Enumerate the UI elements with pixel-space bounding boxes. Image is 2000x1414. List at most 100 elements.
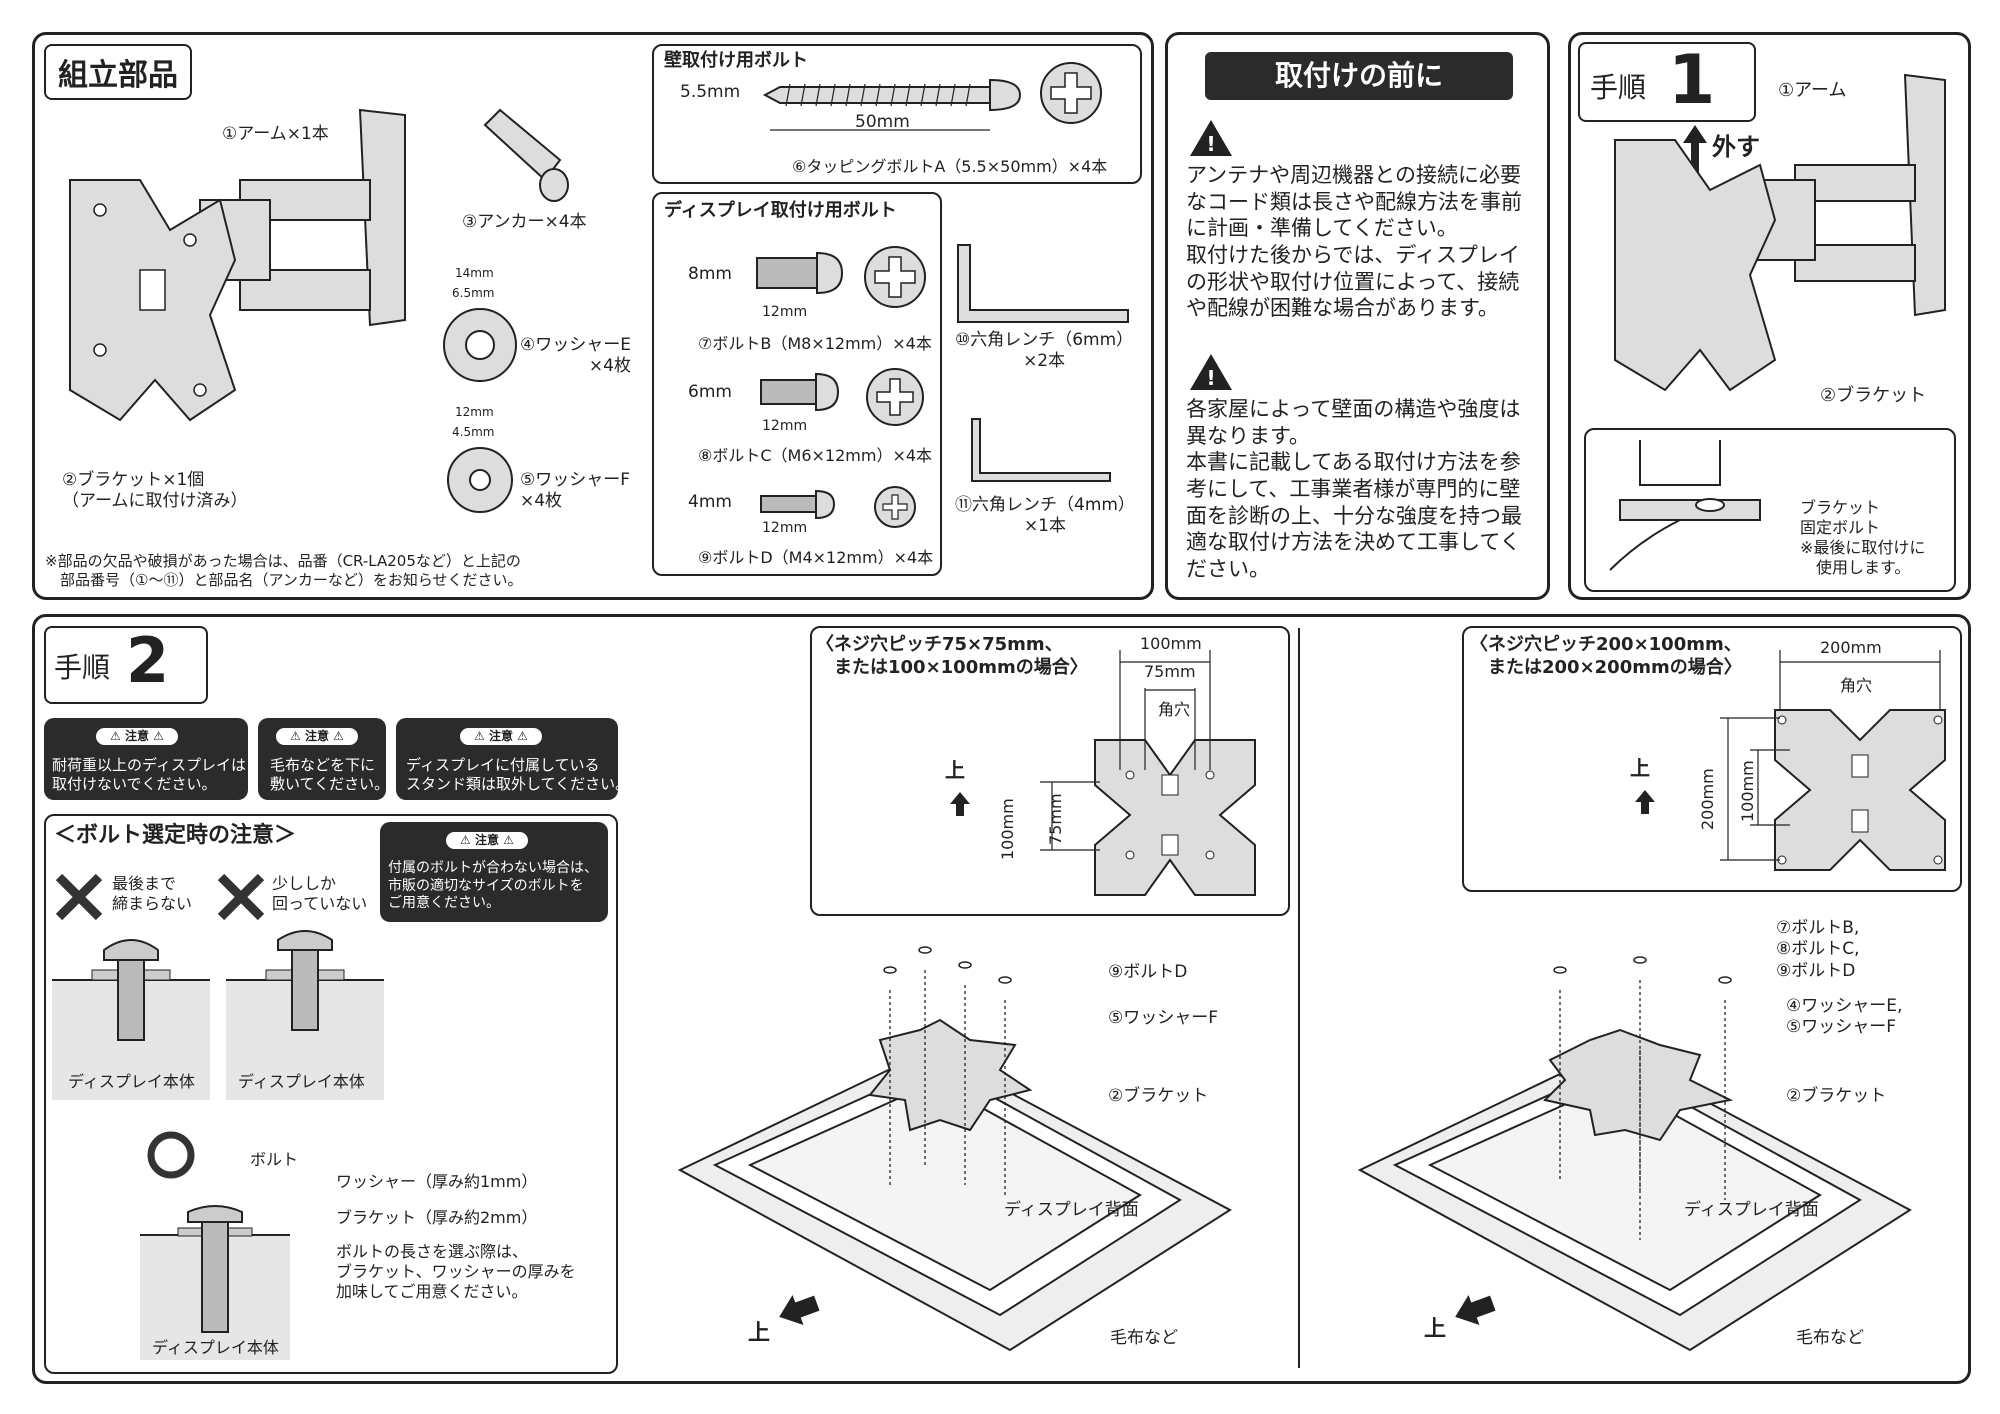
washer-e-label: ④ワッシャーE ×4枚	[520, 335, 631, 377]
bolt-b-len: 12mm	[762, 304, 808, 320]
assembly-b-washer-label: ④ワッシャーE, ⑤ワッシャーF	[1786, 996, 1903, 1038]
phillips-head-icon	[1040, 62, 1102, 124]
caution-label: 注意	[124, 729, 149, 743]
step1-remove-label: 外す	[1712, 133, 1760, 161]
step2-title-box	[44, 626, 208, 704]
caution-2-badge: ⚠ 注意 ⚠	[276, 728, 358, 745]
ng2-body-label: ディスプレイ本体	[238, 1072, 365, 1091]
washer-f-icon	[447, 447, 513, 513]
ok-circle-icon	[147, 1131, 195, 1179]
caution-text-3: ディスプレイに付属している スタンド類は取外してください。	[406, 756, 631, 793]
assembly-b-up: 上	[1424, 1317, 1447, 1342]
before-panel	[1165, 32, 1550, 600]
assembly-b-back-label: ディスプレイ背面	[1684, 1200, 1819, 1220]
step1-title: 手順	[1590, 71, 1647, 104]
bolt-c-len: 12mm	[762, 418, 808, 434]
ok-bracket-label: ブラケット（厚み約2mm）	[336, 1208, 538, 1227]
hex-wrench-4-label: ⑪六角レンチ（4mm） ×1本	[955, 495, 1135, 537]
washer-e-outer: 14mm	[455, 266, 494, 280]
pitch-b-title: 〈ネジ穴ピッチ200×100mm、 または200×200mmの場合〉	[1470, 634, 1742, 678]
anchor-illustration	[483, 108, 569, 202]
assembly-b-illustration	[1357, 956, 1912, 1352]
assembly-a-illustration	[677, 946, 1232, 1352]
bolt-length-note: ボルトの長さを選ぶ際は、 ブラケット、ワッシャーの厚みを 加味してご用意ください…	[336, 1242, 576, 1301]
bolt-d-illustration	[760, 489, 836, 520]
caution-label: 注意	[488, 729, 513, 743]
assembly-a-blanket-label: 毛布など	[1110, 1328, 1178, 1348]
bolt-b-label: ⑦ボルトB（M8×12mm）×4本	[698, 334, 932, 353]
ok-body-label: ディスプレイ本体	[152, 1338, 279, 1357]
bolt-d-len: 12mm	[762, 520, 808, 536]
hex-wrench-6-label: ⑩六角レンチ（6mm） ×2本	[955, 330, 1134, 372]
caution-text-2: 毛布などを下に 敷いてください。	[270, 756, 390, 793]
assembly-a-up: 上	[748, 1321, 771, 1346]
assembly-b-bracket-label: ②ブラケット	[1786, 1086, 1887, 1106]
parts-title: 組立部品	[44, 44, 192, 100]
before-warning-1: アンテナや周辺機器との接続に必要 なコード類は長さや配線方法を事前 に計画・準備…	[1186, 163, 1522, 321]
down-left-arrow-icon	[1455, 1294, 1496, 1326]
pitch-a-w1: 100mm	[1140, 634, 1202, 653]
bolt-b-head-icon	[864, 246, 926, 308]
ng1-body-label: ディスプレイ本体	[68, 1072, 195, 1091]
before-warning-2: 各家屋によって壁面の構造や強度は 異なります。 本書に記載してある取付け方法を参…	[1186, 397, 1522, 581]
pitch-a-dimension-lines	[1040, 650, 1211, 851]
wall-bolt-title: 壁取付け用ボルト	[664, 50, 808, 71]
pitch-b-dimension-lines	[1720, 650, 1941, 861]
before-title: 取付けの前に	[1205, 52, 1513, 100]
wall-bolt-dia: 5.5mm	[680, 82, 741, 102]
bolt-b-illustration	[756, 251, 844, 295]
ok-bolt-label: ボルト	[250, 1150, 299, 1169]
arm-label: ①アーム×1本	[222, 124, 329, 144]
wall-bolt-len: 50mm	[855, 112, 910, 132]
ng2-bolt-illustration	[226, 930, 384, 1100]
display-bolt-title: ディスプレイ取付け用ボルト	[664, 200, 897, 221]
pitch-b-up: 上	[1630, 756, 1650, 780]
step1-number: 1	[1668, 41, 1716, 120]
step2-number: 2	[126, 624, 170, 697]
up-arrow-icon	[1683, 125, 1707, 175]
washer-f-outer: 12mm	[455, 405, 494, 419]
hex-wrench-4-illustration	[971, 418, 1111, 482]
step1-bracket-label: ②ブラケット	[1820, 385, 1927, 406]
ng1-bolt-illustration	[52, 939, 210, 1100]
pitch-a-square: 角穴	[1158, 700, 1191, 719]
assembly-a-washer-label: ⑤ワッシャーF	[1108, 1008, 1219, 1028]
bolt-sel-caution-badge: ⚠ 注意 ⚠	[446, 832, 528, 849]
svg-text:!: !	[1206, 132, 1215, 156]
assembly-a-back-label: ディスプレイ背面	[1004, 1200, 1139, 1220]
bracket-label: ②ブラケット×1個 （アームに取付け済み）	[62, 470, 248, 512]
pitch-a-up: 上	[945, 758, 965, 782]
caution-text-1: 耐荷重以上のディスプレイは 取付けないでください。	[52, 756, 246, 793]
bracket-plate-a	[1094, 739, 1256, 896]
bolt-c-dia: 6mm	[688, 382, 732, 402]
bolt-selection-title: ＜ボルト選定時の注意＞	[54, 823, 297, 848]
pitch-b-h1: 200mm	[1698, 768, 1717, 830]
arm-bracket-illustration	[69, 108, 406, 422]
warning-icon: !	[1190, 120, 1232, 156]
step2-title: 手順	[54, 651, 111, 684]
assembly-a-bracket-label: ②ブラケット	[1108, 1086, 1209, 1106]
caution-1-badge: ⚠ 注意 ⚠	[96, 728, 178, 745]
caution-label: 注意	[474, 833, 499, 847]
bolt-d-dia: 4mm	[688, 492, 732, 512]
caution-label: 注意	[304, 729, 329, 743]
ng1-label: 最後まで 締まらない	[112, 874, 193, 913]
bolt-c-head-icon	[866, 368, 924, 426]
step1-fix-label: ブラケット 固定ボルト ※最後に取付けに 使用します。	[1800, 498, 1926, 577]
pitch-a-title: 〈ネジ穴ピッチ75×75mm、 または100×100mmの場合〉	[816, 634, 1088, 678]
ng2-label: 少ししか 回っていない	[272, 874, 368, 913]
pitch-b-w1: 200mm	[1820, 638, 1882, 657]
bolt-c-label: ⑧ボルトC（M6×12mm）×4本	[698, 446, 933, 465]
svg-text:!: !	[1206, 366, 1215, 390]
assembly-b-blanket-label: 毛布など	[1796, 1328, 1864, 1348]
pitch-a-h1: 100mm	[998, 798, 1017, 860]
pitch-b-square: 角穴	[1840, 676, 1873, 695]
bracket-plate-b	[1774, 709, 1946, 871]
washer-e-inner: 6.5mm	[452, 286, 495, 300]
washer-e-icon	[443, 308, 517, 382]
washer-f-label: ⑤ワッシャーF ×4枚	[520, 470, 631, 512]
tapping-bolt-illustration	[762, 78, 1022, 131]
parts-note: ※部品の欠品や破損があった場合は、品番（CR-LA205など）と上記の 部品番号…	[45, 552, 523, 589]
ng-cross-icon	[55, 873, 103, 921]
step1-arm-label: ①アーム	[1778, 80, 1847, 101]
